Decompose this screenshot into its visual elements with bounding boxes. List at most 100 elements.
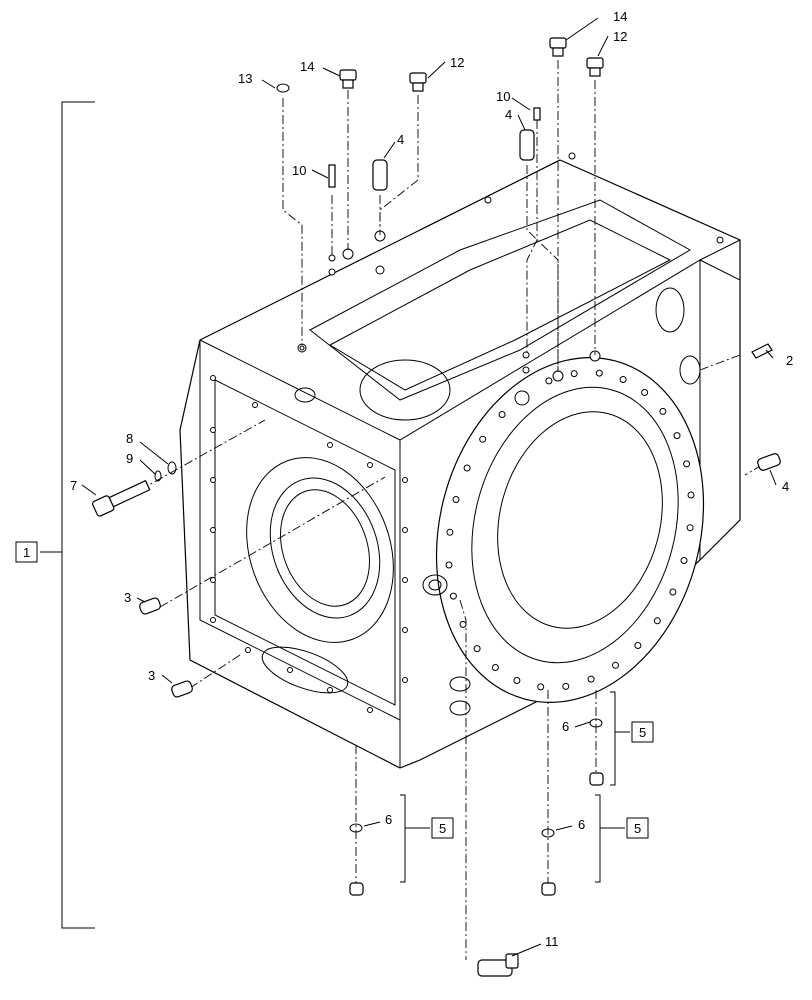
flange-bolt-hole bbox=[641, 389, 649, 396]
pin-10-left bbox=[328, 164, 336, 188]
flange-bolt-hole bbox=[473, 645, 481, 653]
brackets bbox=[40, 101, 630, 929]
callout-12-left: 12 bbox=[450, 55, 464, 70]
pin-2 bbox=[751, 343, 773, 359]
pin-10-right bbox=[533, 107, 541, 121]
frame-bolt-hole bbox=[210, 577, 216, 583]
frame-bolt-hole bbox=[210, 477, 216, 483]
callout-labels: 13 14 12 14 12 10 4 10 4 2 4 8 9 7 3 3 6… bbox=[15, 9, 793, 949]
frame-bolt-hole bbox=[402, 527, 408, 533]
flange-bolt-hole bbox=[445, 561, 453, 569]
callout-11: 11 bbox=[545, 934, 559, 949]
callout-6-left: 6 bbox=[385, 812, 392, 827]
seal-6-left bbox=[349, 823, 363, 833]
box-1 bbox=[15, 541, 38, 563]
transmission-housing bbox=[179, 152, 741, 769]
dowel-4-right bbox=[519, 129, 535, 161]
plug-5-left bbox=[349, 882, 364, 896]
leaders bbox=[81, 17, 777, 957]
callout-4-left: 4 bbox=[397, 132, 404, 147]
frame-bolt-hole bbox=[252, 402, 258, 408]
frame-bolt-hole bbox=[367, 462, 373, 468]
callout-14-left: 14 bbox=[300, 59, 314, 74]
flange-bolt-hole bbox=[479, 435, 487, 443]
flange-bolt-hole bbox=[459, 620, 467, 628]
flange-bolt-hole bbox=[673, 432, 681, 440]
frame-bolt-hole bbox=[402, 577, 408, 583]
flange-bolt-hole bbox=[612, 661, 619, 669]
frame-bolt-hole bbox=[210, 617, 216, 623]
flange-bolt-hole bbox=[680, 557, 688, 564]
dowel-4-left bbox=[372, 159, 388, 191]
frame-bolt-hole bbox=[327, 687, 333, 693]
elbow-fitting-11 bbox=[477, 953, 519, 977]
flange-bolt-hole bbox=[452, 496, 460, 503]
plug-5-right bbox=[589, 772, 604, 786]
callout-6-right: 6 bbox=[562, 719, 569, 734]
loose-parts bbox=[92, 37, 781, 977]
o-ring-13 bbox=[276, 83, 290, 93]
callout-9: 9 bbox=[126, 451, 133, 466]
frame-bolt-hole bbox=[402, 627, 408, 633]
flange-bolt-hole bbox=[686, 524, 694, 532]
frame-bolt-hole bbox=[367, 707, 373, 713]
flange-bolt-hole bbox=[570, 370, 578, 378]
callout-6-mid: 6 bbox=[578, 817, 585, 832]
plug-5-mid bbox=[541, 882, 556, 896]
fitting-14-left bbox=[339, 69, 357, 89]
frame-bolt-hole bbox=[210, 527, 216, 533]
seal-6-mid bbox=[541, 828, 555, 838]
callout-4-side: 4 bbox=[782, 479, 789, 494]
callout-5-mid: 5 bbox=[634, 821, 641, 836]
frame-bolt-hole bbox=[210, 375, 216, 381]
callout-3-upper: 3 bbox=[124, 590, 131, 605]
flange-bolt-hole bbox=[463, 464, 471, 472]
flange-bolt-hole bbox=[545, 377, 553, 385]
dowel-3-upper bbox=[139, 597, 161, 615]
frame-bolt-hole bbox=[402, 677, 408, 683]
flange-bolt-hole bbox=[491, 664, 499, 671]
flange-bolt-hole bbox=[659, 407, 667, 415]
flange-bolt-hole bbox=[537, 683, 545, 691]
box-5-left bbox=[431, 817, 454, 839]
callout-4-right: 4 bbox=[505, 107, 512, 122]
flange-bolt-hole bbox=[513, 677, 521, 684]
flange-bolt-hole bbox=[669, 588, 677, 596]
callout-10-left: 10 bbox=[292, 163, 306, 178]
flange-bolt-hole bbox=[634, 642, 642, 649]
callout-8: 8 bbox=[126, 431, 133, 446]
flange-bolt-hole bbox=[446, 528, 454, 536]
box-5-mid bbox=[626, 817, 649, 839]
frame-bolt-hole bbox=[287, 667, 293, 673]
flange-bolt-hole bbox=[595, 369, 603, 377]
flange-bolt-hole bbox=[498, 411, 506, 418]
callout-2: 2 bbox=[786, 353, 793, 368]
box-5-right bbox=[631, 721, 654, 743]
o-ring-9 bbox=[154, 470, 162, 482]
flange-bolt-hole bbox=[653, 617, 661, 625]
callout-5-left: 5 bbox=[439, 821, 446, 836]
seal-6-right bbox=[589, 718, 603, 728]
frame-bolt-hole bbox=[245, 647, 251, 653]
callout-5-right: 5 bbox=[639, 725, 646, 740]
flange-bolt-hole bbox=[683, 460, 691, 468]
fitting-12-left bbox=[409, 72, 427, 92]
callout-7: 7 bbox=[70, 478, 77, 493]
frame-bolt-hole bbox=[402, 477, 408, 483]
flange-bolt-hole bbox=[449, 592, 457, 600]
fitting-12-right bbox=[586, 57, 604, 77]
fitting-14-right bbox=[549, 37, 567, 57]
callout-12-right: 12 bbox=[613, 29, 627, 44]
frame-bolt-hole bbox=[327, 442, 333, 448]
flange-bolt-hole bbox=[619, 376, 627, 383]
flange-bolt-hole bbox=[562, 682, 570, 690]
bolt-7 bbox=[92, 479, 151, 517]
assembly-lines bbox=[139, 60, 763, 960]
dowel-4-side bbox=[757, 453, 781, 471]
flange-bolt-hole bbox=[687, 491, 695, 499]
callout-3-lower: 3 bbox=[148, 668, 155, 683]
flange-bolt-hole bbox=[587, 675, 595, 683]
callout-1: 1 bbox=[23, 545, 30, 560]
frame-bolt-hole bbox=[210, 427, 216, 433]
